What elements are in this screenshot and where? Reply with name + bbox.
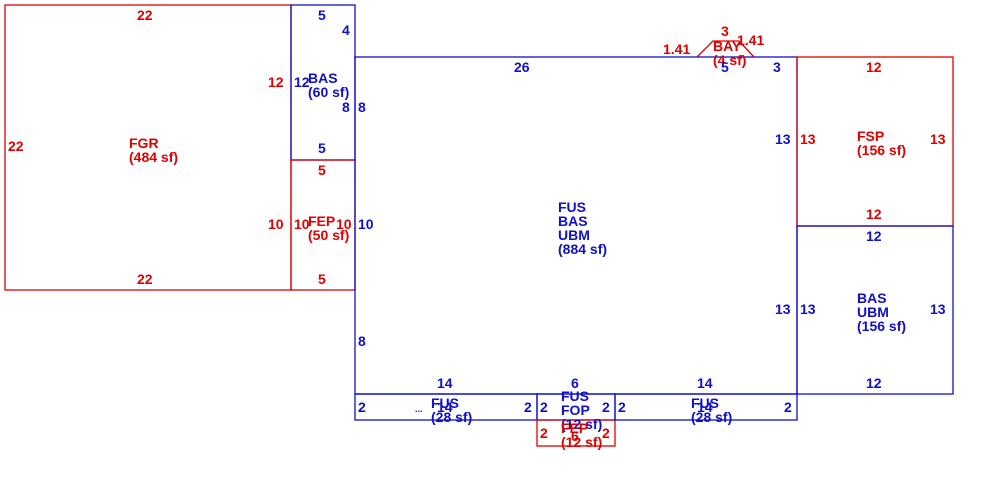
dim-main-right-upper: 13 bbox=[775, 131, 791, 147]
dim-fepb-left: 2 bbox=[540, 425, 548, 441]
dim-bay-right: 1.41 bbox=[737, 32, 764, 48]
dim-rb-bottom: 12 bbox=[866, 375, 882, 391]
dim-fepb-right: 2 bbox=[602, 425, 610, 441]
dim-main-top-right: 3 bbox=[773, 59, 781, 75]
dim-fgr-bottom: 22 bbox=[137, 271, 153, 287]
dim-bas-topright: 4 bbox=[342, 22, 350, 38]
dim-fsp-left: 13 bbox=[800, 131, 816, 147]
dim-bl-right: 2 bbox=[524, 399, 532, 415]
dim-bas-bottom: 5 bbox=[318, 140, 326, 156]
bay-label: BAY(4 sf) bbox=[713, 38, 746, 68]
dim-bay-top: 3 bbox=[721, 23, 729, 39]
dim-rb-top: 12 bbox=[866, 228, 882, 244]
dim-bl-top: 14 bbox=[437, 375, 453, 391]
dim-bm-left: 2 bbox=[540, 399, 548, 415]
bas-ubm-right-outline bbox=[796, 225, 954, 395]
fep-bottom-outline bbox=[536, 419, 616, 447]
fus-right-label: FUS(28 sf) bbox=[691, 395, 732, 425]
dim-fsp-bottom: 12 bbox=[866, 206, 882, 222]
dim-main-right-lower: 13 bbox=[775, 301, 791, 317]
dim-fgr-left: 22 bbox=[8, 138, 24, 154]
dim-bm-right: 2 bbox=[602, 399, 610, 415]
dim-bas-top: 5 bbox=[318, 7, 326, 23]
dim-rb-right: 13 bbox=[930, 301, 946, 317]
fus-right-outline bbox=[614, 393, 798, 421]
dim-br-right: 2 bbox=[784, 399, 792, 415]
dim-bm-top: 6 bbox=[571, 375, 579, 391]
dim-main-left-upper: 8 bbox=[358, 99, 366, 115]
dim-main-left-lower: 8 bbox=[358, 333, 366, 349]
bay-window-outline bbox=[696, 40, 755, 58]
dim-bl-left: 2 bbox=[358, 399, 366, 415]
dim-bas-right: 8 bbox=[342, 99, 350, 115]
dim-fepb-bottom: 6 bbox=[571, 428, 579, 444]
dim-fgr-right2: 10 bbox=[268, 216, 284, 232]
fep-label: FEP(50 sf) bbox=[308, 213, 349, 243]
dim-fgr-right: 12 bbox=[268, 74, 284, 90]
fgr-label: FGR(484 sf) bbox=[129, 135, 178, 165]
dim-br-left: 2 bbox=[618, 399, 626, 415]
dim-fep-top: 5 bbox=[318, 162, 326, 178]
dim-fep-bottom: 5 bbox=[318, 271, 326, 287]
dim-main-left-mid: 10 bbox=[358, 216, 374, 232]
dim-bay-left: 1.41 bbox=[663, 41, 690, 57]
dim-main-bay-gap: 5 bbox=[721, 59, 729, 75]
fus-left-label: FUS(28 sf) bbox=[431, 395, 472, 425]
dim-fep-right: 10 bbox=[336, 216, 352, 232]
dim-bl-bottom: 14 bbox=[437, 399, 453, 415]
dim-bas-left: 12 bbox=[294, 74, 310, 90]
bas-small-label: BAS(60 sf) bbox=[308, 70, 349, 100]
dim-fsp-right: 13 bbox=[930, 131, 946, 147]
fsp-label: FSP(156 sf) bbox=[857, 128, 906, 158]
dim-br-top: 14 bbox=[697, 375, 713, 391]
dim-main-top: 26 bbox=[514, 59, 530, 75]
dim-fgr-top: 22 bbox=[137, 7, 153, 23]
dim-br-bottom: 14 bbox=[697, 399, 713, 415]
dim-fsp-top: 12 bbox=[866, 59, 882, 75]
small-dots-artifact: ... bbox=[415, 404, 423, 414]
dim-rb-left: 13 bbox=[800, 301, 816, 317]
dim-fep-left: 10 bbox=[294, 216, 310, 232]
fep-bottom-label: FEP(12 sf) bbox=[561, 420, 602, 450]
